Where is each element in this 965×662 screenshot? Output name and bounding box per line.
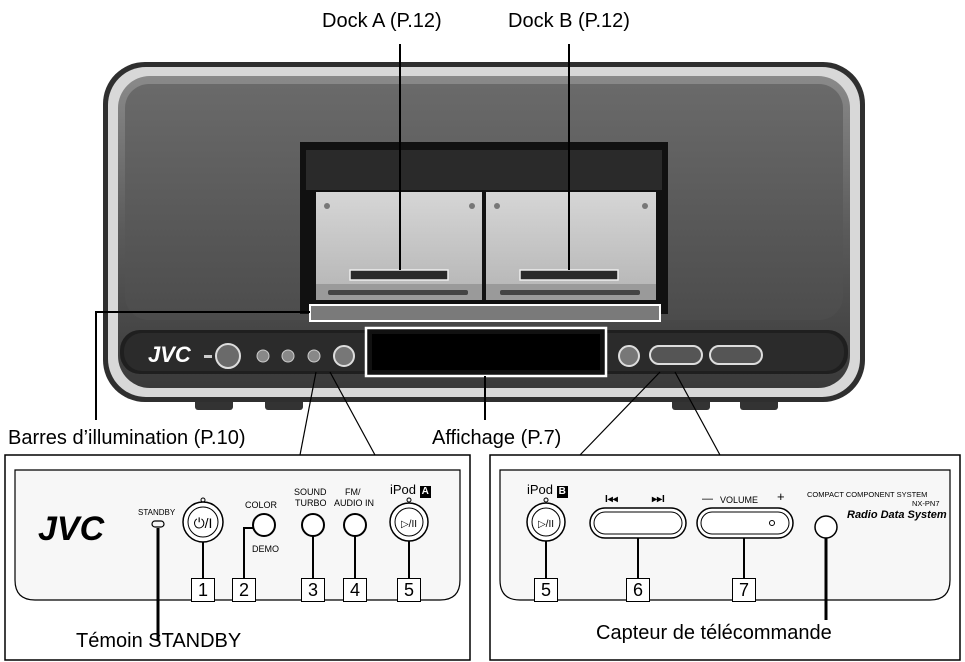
- display-callout: Affichage (P.7): [432, 427, 562, 449]
- dock-b-callout: Dock B (P.12): [508, 10, 630, 32]
- svg-text:▷/II: ▷/II: [401, 519, 417, 530]
- fm-label-1: FM/: [345, 487, 361, 497]
- fm-audio-in-button: [343, 513, 367, 537]
- sound-label-1: SOUND: [294, 487, 327, 497]
- color-demo-button: [252, 513, 276, 537]
- sound-turbo-button: [301, 513, 325, 537]
- panel-logo: JVC: [38, 510, 105, 548]
- standby-label: STANDBY: [138, 508, 176, 517]
- volume-plus-label: +: [777, 489, 785, 504]
- color-label: COLOR: [245, 500, 278, 510]
- skip-back-label: I◂◂: [605, 494, 618, 505]
- ipod-b-badge: B: [556, 486, 568, 498]
- dock-a-connector: [349, 269, 449, 281]
- svg-text:⏻/I: ⏻/I: [194, 515, 213, 531]
- sound-label-2: TURBO: [295, 498, 327, 508]
- demo-label: DEMO: [252, 544, 279, 554]
- dock-a-callout: Dock A (P.12): [322, 10, 442, 32]
- number-box-5-left: 5: [397, 578, 421, 602]
- fm-label-2: AUDIO IN: [334, 498, 375, 508]
- ipod-a-label: iPod A: [390, 482, 431, 498]
- system-line-2: NX-PN7: [912, 499, 940, 508]
- volume-minus-label: —: [702, 493, 713, 505]
- number-box-7: 7: [732, 578, 756, 602]
- number-box-4: 4: [343, 578, 367, 602]
- remote-sensor: [814, 515, 838, 539]
- number-box-3: 3: [301, 578, 325, 602]
- ipod-a-badge: A: [419, 486, 431, 498]
- device-logo: JVC: [148, 342, 192, 367]
- remote-sensor-callout: Capteur de télécommande: [596, 622, 832, 644]
- standby-led: [151, 520, 165, 528]
- skip-forward-label: ▸▸I: [652, 494, 665, 505]
- number-box-2: 2: [232, 578, 256, 602]
- svg-text:▷/II: ▷/II: [538, 519, 554, 530]
- dock-b-tray: [486, 192, 656, 284]
- system-line-1: COMPACT COMPONENT SYSTEM: [807, 490, 928, 499]
- number-box-1: 1: [191, 578, 215, 602]
- device-power-button: [215, 343, 241, 369]
- system-line-3: Radio Data System: [847, 509, 947, 521]
- standby-callout: Témoin STANDBY: [76, 630, 242, 652]
- illumination-callout: Barres d’illumination (P.10): [8, 427, 246, 449]
- dock-b-connector: [519, 269, 619, 281]
- ipod-b-label: iPod B: [527, 482, 568, 498]
- volume-label: VOLUME: [720, 495, 759, 505]
- number-box-5-right: 5: [534, 578, 558, 602]
- illumination-bar: [309, 304, 661, 322]
- number-box-6: 6: [626, 578, 650, 602]
